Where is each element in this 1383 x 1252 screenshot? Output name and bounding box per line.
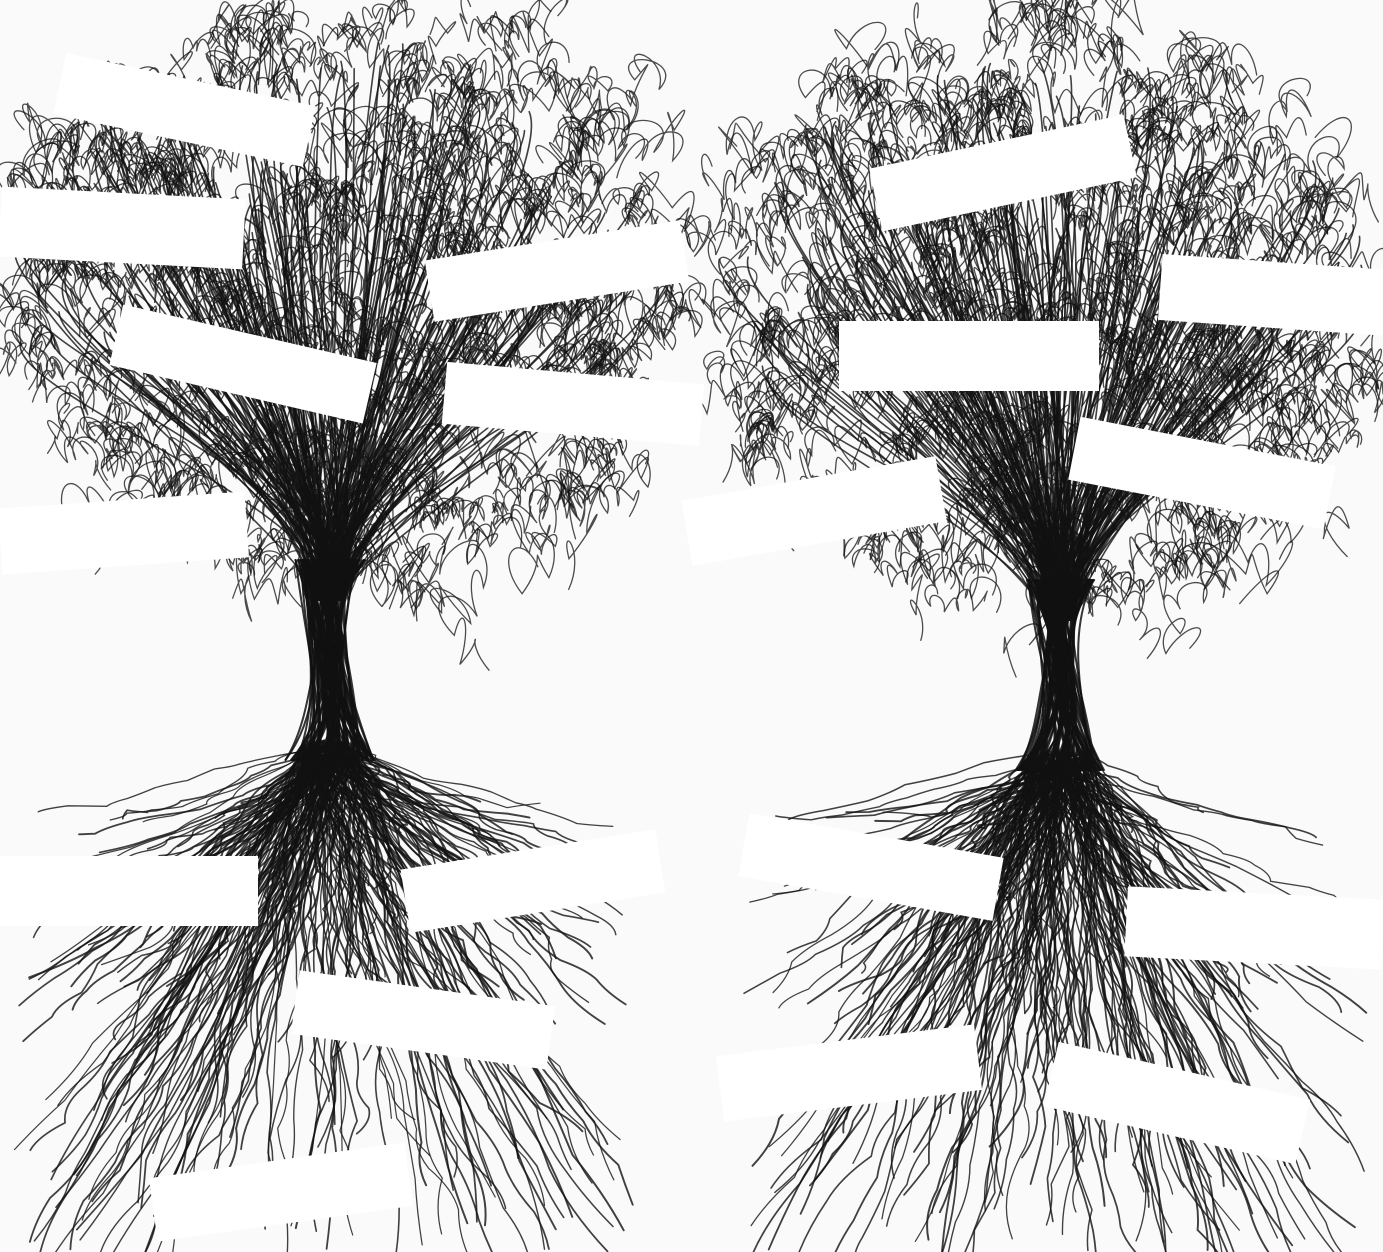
- left-label-box-7[interactable]: [0, 856, 258, 926]
- right-label-box-7[interactable]: [1124, 886, 1383, 969]
- left-label-box-2[interactable]: [0, 187, 246, 270]
- right-label-box-3[interactable]: [839, 321, 1099, 391]
- left-tree-drawing: [0, 0, 715, 1252]
